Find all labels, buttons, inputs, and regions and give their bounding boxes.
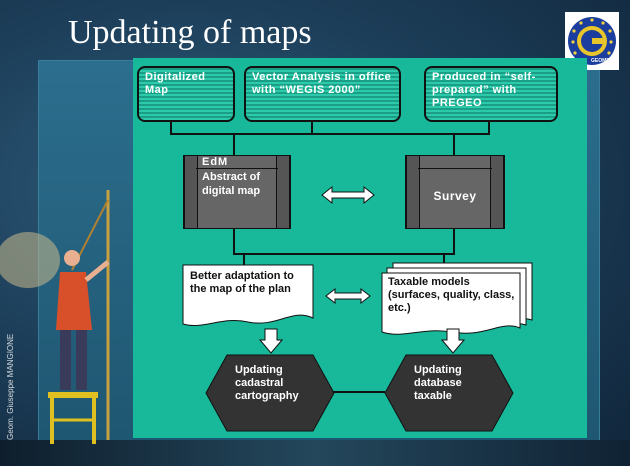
edm-subtitle: Abstract of digital map bbox=[202, 171, 261, 197]
edm-box: EdM Abstract of digital map bbox=[183, 155, 291, 229]
survey-box: Survey bbox=[405, 155, 505, 229]
connector bbox=[233, 229, 235, 255]
flow-diagram: Digitalized Map Vector Analysis in offic… bbox=[133, 58, 587, 438]
down-arrow-icon bbox=[441, 328, 465, 354]
taxable-models-shape bbox=[381, 262, 533, 335]
geometri-logo-icon bbox=[568, 17, 616, 65]
updating-cadastral-label: Updating cadastral cartography bbox=[235, 364, 299, 402]
connector bbox=[453, 133, 455, 155]
down-arrow-icon bbox=[259, 328, 283, 354]
taxable-models-label: Taxable models (surfaces, quality, class… bbox=[388, 276, 515, 314]
updating-database-label: Updating database taxable bbox=[414, 364, 462, 402]
better-adaptation-label: Better adaptation to the map of the plan bbox=[190, 270, 294, 295]
double-arrow-icon bbox=[321, 186, 375, 204]
connector bbox=[453, 229, 455, 255]
digitalized-map-box: Digitalized Map bbox=[137, 66, 235, 122]
connector bbox=[170, 133, 490, 135]
connector bbox=[333, 391, 385, 393]
survey-label: Survey bbox=[433, 189, 477, 203]
vector-analysis-box: Vector Analysis in office with “WEGIS 20… bbox=[244, 66, 401, 122]
connector bbox=[443, 253, 445, 265]
connector bbox=[170, 120, 172, 134]
better-adaptation-shape bbox=[182, 264, 314, 326]
connector bbox=[311, 120, 313, 134]
edm-title: EdM bbox=[202, 156, 229, 168]
updating-database-hexagon bbox=[384, 354, 514, 432]
connector bbox=[488, 120, 490, 134]
pregeo-box: Produced in “self-prepared” with PREGEO bbox=[424, 66, 558, 122]
logo-ring-text: GEOMETRI bbox=[591, 58, 618, 64]
updating-cadastral-hexagon bbox=[205, 354, 335, 432]
page-title: Updating of maps bbox=[68, 14, 312, 51]
side-credit: Geom. Giuseppe MANGIONE bbox=[6, 333, 15, 440]
connector bbox=[243, 253, 245, 265]
connector bbox=[233, 253, 455, 255]
connector bbox=[233, 133, 235, 155]
surveyor-illustration bbox=[0, 190, 110, 444]
double-arrow-icon bbox=[325, 288, 371, 304]
background-bottom-strip bbox=[0, 440, 630, 466]
